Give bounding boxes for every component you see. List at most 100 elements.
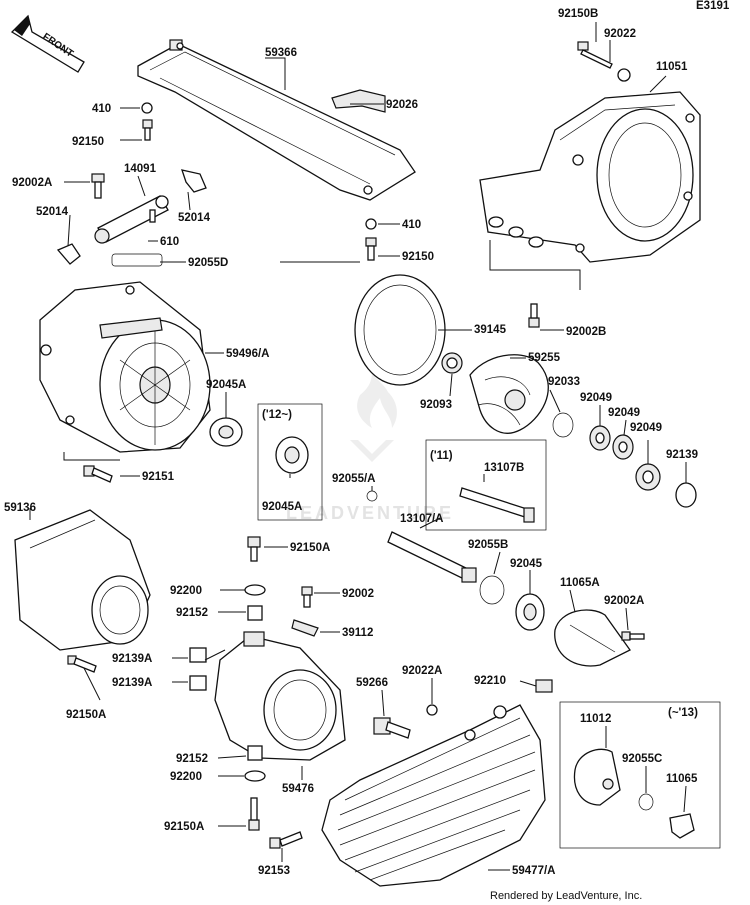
label-92055B[interactable]: 92055B bbox=[468, 539, 508, 551]
label-92002[interactable]: 92002 bbox=[342, 588, 374, 600]
part-92139A-bushing-b bbox=[189, 675, 207, 691]
label-92055A[interactable]: 92055/A bbox=[332, 473, 375, 485]
label-92139[interactable]: 92139 bbox=[666, 449, 698, 461]
part-92151-bolt bbox=[83, 465, 113, 483]
part-92150B-bolt bbox=[577, 41, 613, 69]
label-92150A[interactable]: 92150A bbox=[290, 542, 330, 554]
label-59366[interactable]: 59366 bbox=[265, 47, 297, 59]
label-59266[interactable]: 59266 bbox=[356, 677, 388, 689]
label-52014-b[interactable]: 52014 bbox=[178, 212, 211, 224]
label-92026[interactable]: 92026 bbox=[386, 99, 418, 111]
label-92150[interactable]: 92150 bbox=[72, 136, 104, 148]
part-92055D-oring bbox=[111, 253, 163, 267]
label-59477A[interactable]: 59477/A bbox=[512, 865, 555, 877]
part-92200-washer bbox=[244, 584, 266, 596]
part-92150A-bolt-c bbox=[248, 797, 260, 831]
label-92002A[interactable]: 92002A bbox=[12, 177, 52, 189]
part-92200-washer-b bbox=[244, 770, 266, 782]
part-92002A-bolt bbox=[91, 173, 105, 199]
label-59496A[interactable]: 59496/A bbox=[226, 348, 269, 360]
part-92055B-oring bbox=[479, 575, 505, 605]
label-52014[interactable]: 52014 bbox=[36, 206, 69, 218]
part-92150A-bolt bbox=[67, 655, 97, 673]
part-92033-circlip bbox=[552, 412, 574, 438]
label-92150B[interactable]: 92150B bbox=[558, 8, 598, 20]
label-92152[interactable]: 92152 bbox=[176, 607, 208, 619]
part-11065-plug bbox=[669, 813, 695, 839]
part-92055C-oring bbox=[638, 793, 654, 811]
label-92152-b[interactable]: 92152 bbox=[176, 753, 208, 765]
watermark-logo bbox=[350, 372, 397, 462]
part-59255-impeller bbox=[469, 354, 549, 434]
part-labels: E3191 92150B 92022 11051 59366 410 92026… bbox=[4, 0, 730, 902]
credit-text: Rendered by LeadVenture, Inc. bbox=[490, 890, 642, 902]
box-2012-on bbox=[257, 403, 323, 521]
label-59136[interactable]: 59136 bbox=[4, 502, 36, 514]
label-410[interactable]: 410 bbox=[92, 103, 111, 115]
part-59366-plate bbox=[137, 39, 416, 201]
label-92093[interactable]: 92093 bbox=[420, 399, 452, 411]
part-59476-nozzle bbox=[214, 631, 346, 761]
box-2011 bbox=[425, 439, 547, 531]
label-92055C[interactable]: 92055C bbox=[622, 753, 662, 765]
label-92049[interactable]: 92049 bbox=[580, 392, 612, 404]
label-92045A[interactable]: 92045A bbox=[206, 379, 246, 391]
label-92139A[interactable]: 92139A bbox=[112, 653, 152, 665]
part-92026-bracket bbox=[331, 89, 386, 113]
part-92002A-bolt-b bbox=[621, 631, 645, 641]
label-92153[interactable]: 92153 bbox=[258, 865, 290, 877]
label-92045[interactable]: 92045 bbox=[510, 558, 543, 570]
part-39145-liner bbox=[354, 274, 446, 386]
label-59476[interactable]: 59476 bbox=[282, 783, 314, 795]
label-39112[interactable]: 39112 bbox=[342, 627, 373, 639]
part-92152-collar-b bbox=[247, 745, 263, 761]
label-410-b[interactable]: 410 bbox=[402, 219, 421, 231]
part-11051-housing bbox=[479, 91, 701, 263]
part-92045-bearing bbox=[515, 593, 545, 631]
part-59266-fitting bbox=[373, 717, 411, 739]
part-92049-seal bbox=[589, 425, 611, 451]
label-92151[interactable]: 92151 bbox=[142, 471, 175, 483]
label-11051[interactable]: 11051 bbox=[656, 61, 688, 73]
label-92150A-c[interactable]: 92150A bbox=[164, 821, 204, 833]
label-92045A-b[interactable]: 92045A bbox=[262, 501, 302, 513]
label-92002B[interactable]: 92002B bbox=[566, 326, 606, 338]
label-92150A-b[interactable]: 92150A bbox=[66, 709, 106, 721]
label-92049-c[interactable]: 92049 bbox=[630, 422, 662, 434]
label-13107A[interactable]: 13107/A bbox=[400, 513, 443, 525]
label-11065[interactable]: 11065 bbox=[666, 773, 698, 785]
part-410-washer bbox=[141, 102, 153, 114]
label-92049-b[interactable]: 92049 bbox=[608, 407, 640, 419]
part-13107B-shaft bbox=[459, 487, 535, 523]
label-92210[interactable]: 92210 bbox=[474, 675, 506, 687]
label-14091[interactable]: 14091 bbox=[124, 163, 157, 175]
note-2011: ('11) bbox=[430, 450, 453, 462]
part-92150-bolt-b bbox=[365, 237, 377, 261]
label-92055D[interactable]: 92055D bbox=[188, 257, 228, 269]
label-11065A[interactable]: 11065A bbox=[560, 577, 600, 589]
label-92033[interactable]: 92033 bbox=[548, 376, 580, 388]
part-92055-oring bbox=[366, 490, 378, 502]
label-92200[interactable]: 92200 bbox=[170, 585, 202, 597]
part-11065A-cap bbox=[554, 609, 631, 667]
part-13107A-shaft bbox=[387, 531, 477, 583]
part-92022-washer bbox=[617, 68, 631, 82]
label-11012[interactable]: 11012 bbox=[580, 713, 611, 725]
label-39145[interactable]: 39145 bbox=[474, 324, 507, 336]
part-92210-plug bbox=[535, 679, 553, 693]
label-92150-b[interactable]: 92150 bbox=[402, 251, 434, 263]
label-92002A-b[interactable]: 92002A bbox=[604, 595, 644, 607]
label-59255[interactable]: 59255 bbox=[528, 352, 561, 364]
part-92049-seal-c bbox=[635, 463, 661, 491]
label-92022[interactable]: 92022 bbox=[604, 28, 636, 40]
label-610[interactable]: 610 bbox=[160, 236, 179, 248]
label-92022A[interactable]: 92022A bbox=[402, 665, 442, 677]
part-59496-pump-body bbox=[39, 281, 211, 453]
part-92045A-bearing-b bbox=[275, 436, 309, 474]
label-13107B[interactable]: 13107B bbox=[484, 462, 524, 474]
watermark-text: LEADVENTURE bbox=[286, 503, 454, 523]
label-92200-b[interactable]: 92200 bbox=[170, 771, 202, 783]
part-92150A-bolt-b bbox=[247, 536, 261, 562]
label-92139A-b[interactable]: 92139A bbox=[112, 677, 152, 689]
